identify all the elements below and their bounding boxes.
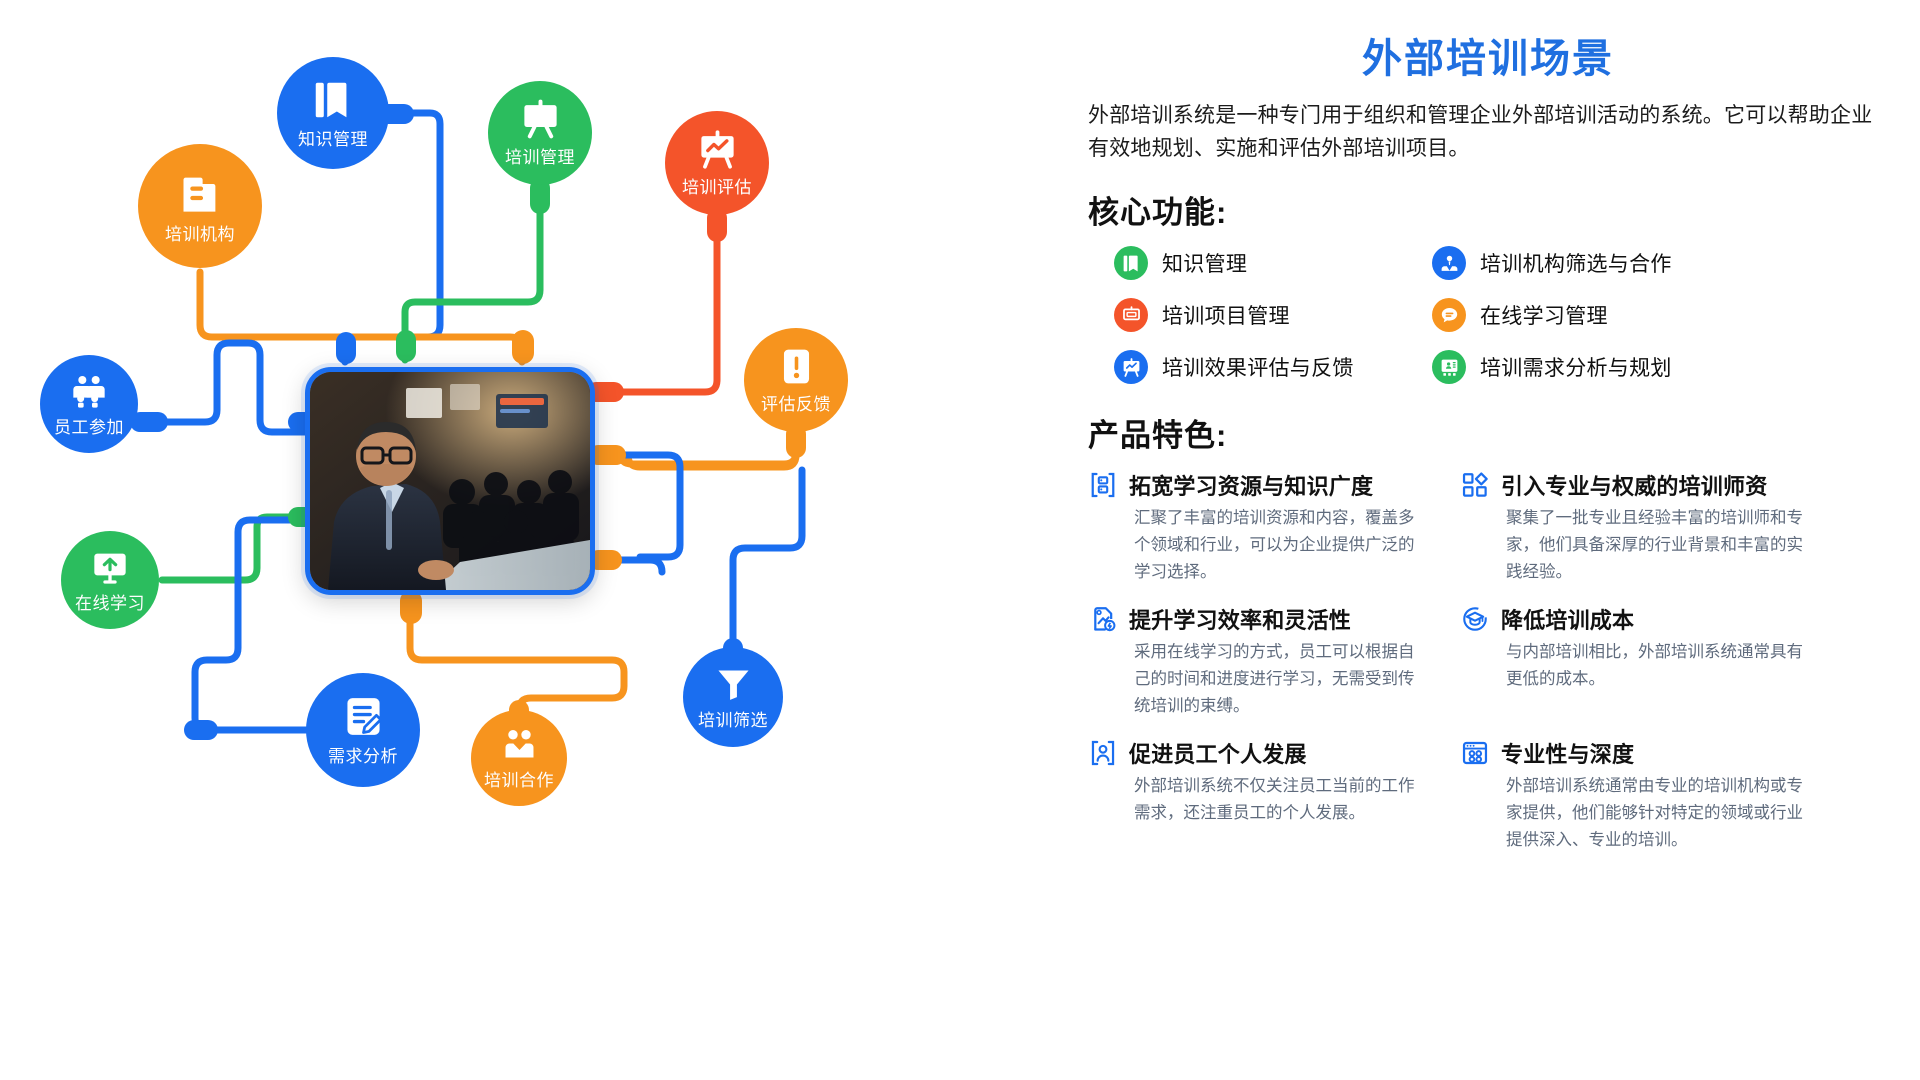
mindmap-node-label: 培训机构 xyxy=(165,225,235,244)
chat-bubble-icon xyxy=(1432,298,1466,333)
book-icon xyxy=(1114,246,1148,281)
feature-header: 拓宽学习资源与知识广度 xyxy=(1088,469,1446,501)
book-icon xyxy=(310,77,356,123)
content-panel: 外部培训场景 外部培训系统是一种专门用于组织和管理企业外部培训活动的系统。它可以… xyxy=(1088,26,1888,868)
core-function-item-2[interactable]: 培训机构筛选与合作 xyxy=(1432,246,1888,281)
wire-photo-right-blue xyxy=(594,451,684,561)
mindmap-node-8[interactable]: 需求分析 xyxy=(306,673,420,787)
wire-cooperation xyxy=(406,596,628,714)
wire-demand xyxy=(191,516,310,734)
feature-title: 拓宽学习资源与知识广度 xyxy=(1129,474,1374,500)
feature-description: 与内部培训相比，外部培训系统通常具有更低的成本。 xyxy=(1506,643,1803,688)
core-function-item-1[interactable]: 知识管理 xyxy=(1114,246,1432,281)
page-title: 外部培训场景 xyxy=(1362,37,1614,81)
core-function-item-5[interactable]: 培训效果评估与反馈 xyxy=(1114,350,1432,385)
feature-title: 引入专业与权威的培训师资 xyxy=(1501,474,1768,500)
mindmap-region: 知识管理培训机构 培训管理培训评估评估反馈员工参加在线学习需求分析培训合作 培训筛选 xyxy=(40,57,848,806)
funnel-icon xyxy=(713,663,754,704)
building-icon xyxy=(175,167,226,218)
feature-title: 降低培训成本 xyxy=(1501,608,1635,634)
core-function-item-4[interactable]: 在线学习管理 xyxy=(1432,298,1888,333)
mindmap-node-5[interactable]: 评估反馈 xyxy=(744,328,848,432)
core-function-item-3[interactable]: 培训项目管理 xyxy=(1114,298,1432,333)
report-bolt-icon xyxy=(1088,604,1118,634)
core-function-label: 在线学习管理 xyxy=(1480,305,1608,329)
core-function-label: 培训效果评估与反馈 xyxy=(1162,357,1354,381)
feature-description: 外部培训系统通常由专业的培训机构或专家提供，他们能够针对特定的领域或行业提供深入… xyxy=(1506,777,1803,849)
feature-item-4: 降低培训成本与内部培训相比，外部培训系统通常具有更低的成本。 xyxy=(1460,603,1888,719)
mindmap-node-label: 培训管理 xyxy=(505,148,575,167)
mindmap-node-2[interactable]: 培训机构 xyxy=(138,144,262,268)
chart-eval-icon xyxy=(1114,350,1148,385)
people-group-icon xyxy=(69,371,109,411)
wire-screening xyxy=(729,466,806,651)
mindmap-node-label: 培训评估 xyxy=(682,178,752,197)
feature-description: 外部培训系统不仅关注员工当前的工作需求，还注重员工的个人发展。 xyxy=(1134,777,1415,823)
feature-item-1: 拓宽学习资源与知识广度汇聚了丰富的培训资源和内容，覆盖多个领域和行业，可以为企业… xyxy=(1088,469,1446,585)
handshake-icon xyxy=(500,725,539,764)
alert-icon xyxy=(775,345,818,388)
wire-training-mgmt xyxy=(401,188,544,364)
mindmap-node-label: 需求分析 xyxy=(328,747,398,766)
mindmap-node-label: 在线学习 xyxy=(75,593,145,613)
core-functions-heading: 核心功能: xyxy=(1088,195,1228,231)
mindmap-node-7[interactable]: 在线学习 xyxy=(61,531,159,629)
mindmap-node-label: 评估反馈 xyxy=(761,395,831,414)
feature-header: 促进员工个人发展 xyxy=(1088,737,1446,769)
mindmap-node-label: 培训筛选 xyxy=(698,711,768,730)
presenter-icon xyxy=(1432,350,1466,385)
bracket-server-icon xyxy=(1088,470,1118,500)
photo-illustration xyxy=(310,372,590,590)
mindmap-node-label: 员工参加 xyxy=(54,417,124,437)
mindmap-node-10[interactable]: 培训筛选 xyxy=(683,647,783,747)
mindmap-node-label: 培训合作 xyxy=(484,771,554,790)
intro-paragraph: 外部培训系统是一种专门用于组织和管理企业外部培训活动的系统。它可以帮助企业有效地… xyxy=(1088,104,1873,160)
feature-title: 专业性与深度 xyxy=(1501,742,1635,768)
core-functions-grid: 知识管理 培训机构筛选与合作培训项目管理 在线学习管理培训效果评估与反馈 培训需求分析… xyxy=(1114,246,1888,385)
window-dots-icon xyxy=(1460,738,1490,768)
feature-header: 引入专业与权威的培训师资 xyxy=(1460,469,1888,501)
chart-eval-icon xyxy=(696,128,739,171)
feature-title: 提升学习效率和灵活性 xyxy=(1129,608,1352,634)
mindmap-node-6[interactable]: 员工参加 xyxy=(40,355,138,453)
core-function-label: 知识管理 xyxy=(1162,253,1248,277)
wire-agency xyxy=(196,268,526,366)
note-edit-icon xyxy=(340,693,387,740)
center-photo xyxy=(305,367,595,595)
bracket-person-icon xyxy=(1088,738,1118,768)
core-function-label: 培训需求分析与规划 xyxy=(1480,357,1672,381)
photo-frame xyxy=(310,372,590,590)
features-heading: 产品特色: xyxy=(1088,418,1228,454)
mindmap-node-label: 知识管理 xyxy=(298,129,368,149)
feature-title: 促进员工个人发展 xyxy=(1129,742,1307,768)
shapes-grid-icon xyxy=(1460,470,1490,500)
feature-header: 提升学习效率和灵活性 xyxy=(1088,603,1446,635)
feature-description: 采用在线学习的方式，员工可以根据自己的时间和进度进行学习，无需受到传统培训的束缚… xyxy=(1134,643,1415,715)
feature-item-3: 提升学习效率和灵活性采用在线学习的方式，员工可以根据自己的时间和进度进行学习，无… xyxy=(1088,603,1446,719)
core-function-label: 培训机构筛选与合作 xyxy=(1480,253,1672,277)
mindmap-node-4[interactable]: 培训评估 xyxy=(665,111,769,215)
feature-header: 专业性与深度 xyxy=(1460,737,1888,769)
wire-feedback xyxy=(616,434,800,468)
core-function-label: 培训项目管理 xyxy=(1162,305,1290,329)
whiteboard-icon xyxy=(519,98,562,141)
feature-header: 降低培训成本 xyxy=(1460,603,1888,635)
feature-description: 汇聚了丰富的培训资源和内容，覆盖多个领域和行业，可以为企业提供广泛的学习选择。 xyxy=(1134,509,1415,581)
mindmap-node-1[interactable]: 知识管理 xyxy=(277,57,389,169)
mindmap-node-3[interactable]: 培训管理 xyxy=(488,81,592,185)
wire-photo-right-2 xyxy=(592,556,666,576)
person-tie-icon xyxy=(1432,246,1466,281)
feature-item-2: 引入专业与权威的培训师资聚集了一批专业且经验丰富的培训师和专家，他们具备深厚的行… xyxy=(1460,469,1888,585)
wire-employee xyxy=(138,339,316,436)
core-function-item-6[interactable]: 培训需求分析与规划 xyxy=(1432,350,1888,385)
monitor-icon xyxy=(90,547,130,587)
mindmap-node-9[interactable]: 培训合作 xyxy=(471,710,567,806)
graduation-cap-icon xyxy=(1460,604,1490,634)
feature-item-6: 专业性与深度外部培训系统通常由专业的培训机构或专家提供，他们能够针对特定的领域或… xyxy=(1460,737,1888,853)
features-grid: 拓宽学习资源与知识广度汇聚了丰富的培训资源和内容，覆盖多个领域和行业，可以为企业… xyxy=(1088,469,1888,867)
wire-eval xyxy=(596,216,721,396)
feature-description: 聚集了一批专业且经验丰富的培训师和专家，他们具备深厚的行业背景和丰富的实践经验。 xyxy=(1506,509,1803,581)
whiteboard-icon xyxy=(1114,298,1148,333)
feature-item-5: 促进员工个人发展外部培训系统不仅关注员工当前的工作需求，还注重员工的个人发展。 xyxy=(1088,737,1446,853)
